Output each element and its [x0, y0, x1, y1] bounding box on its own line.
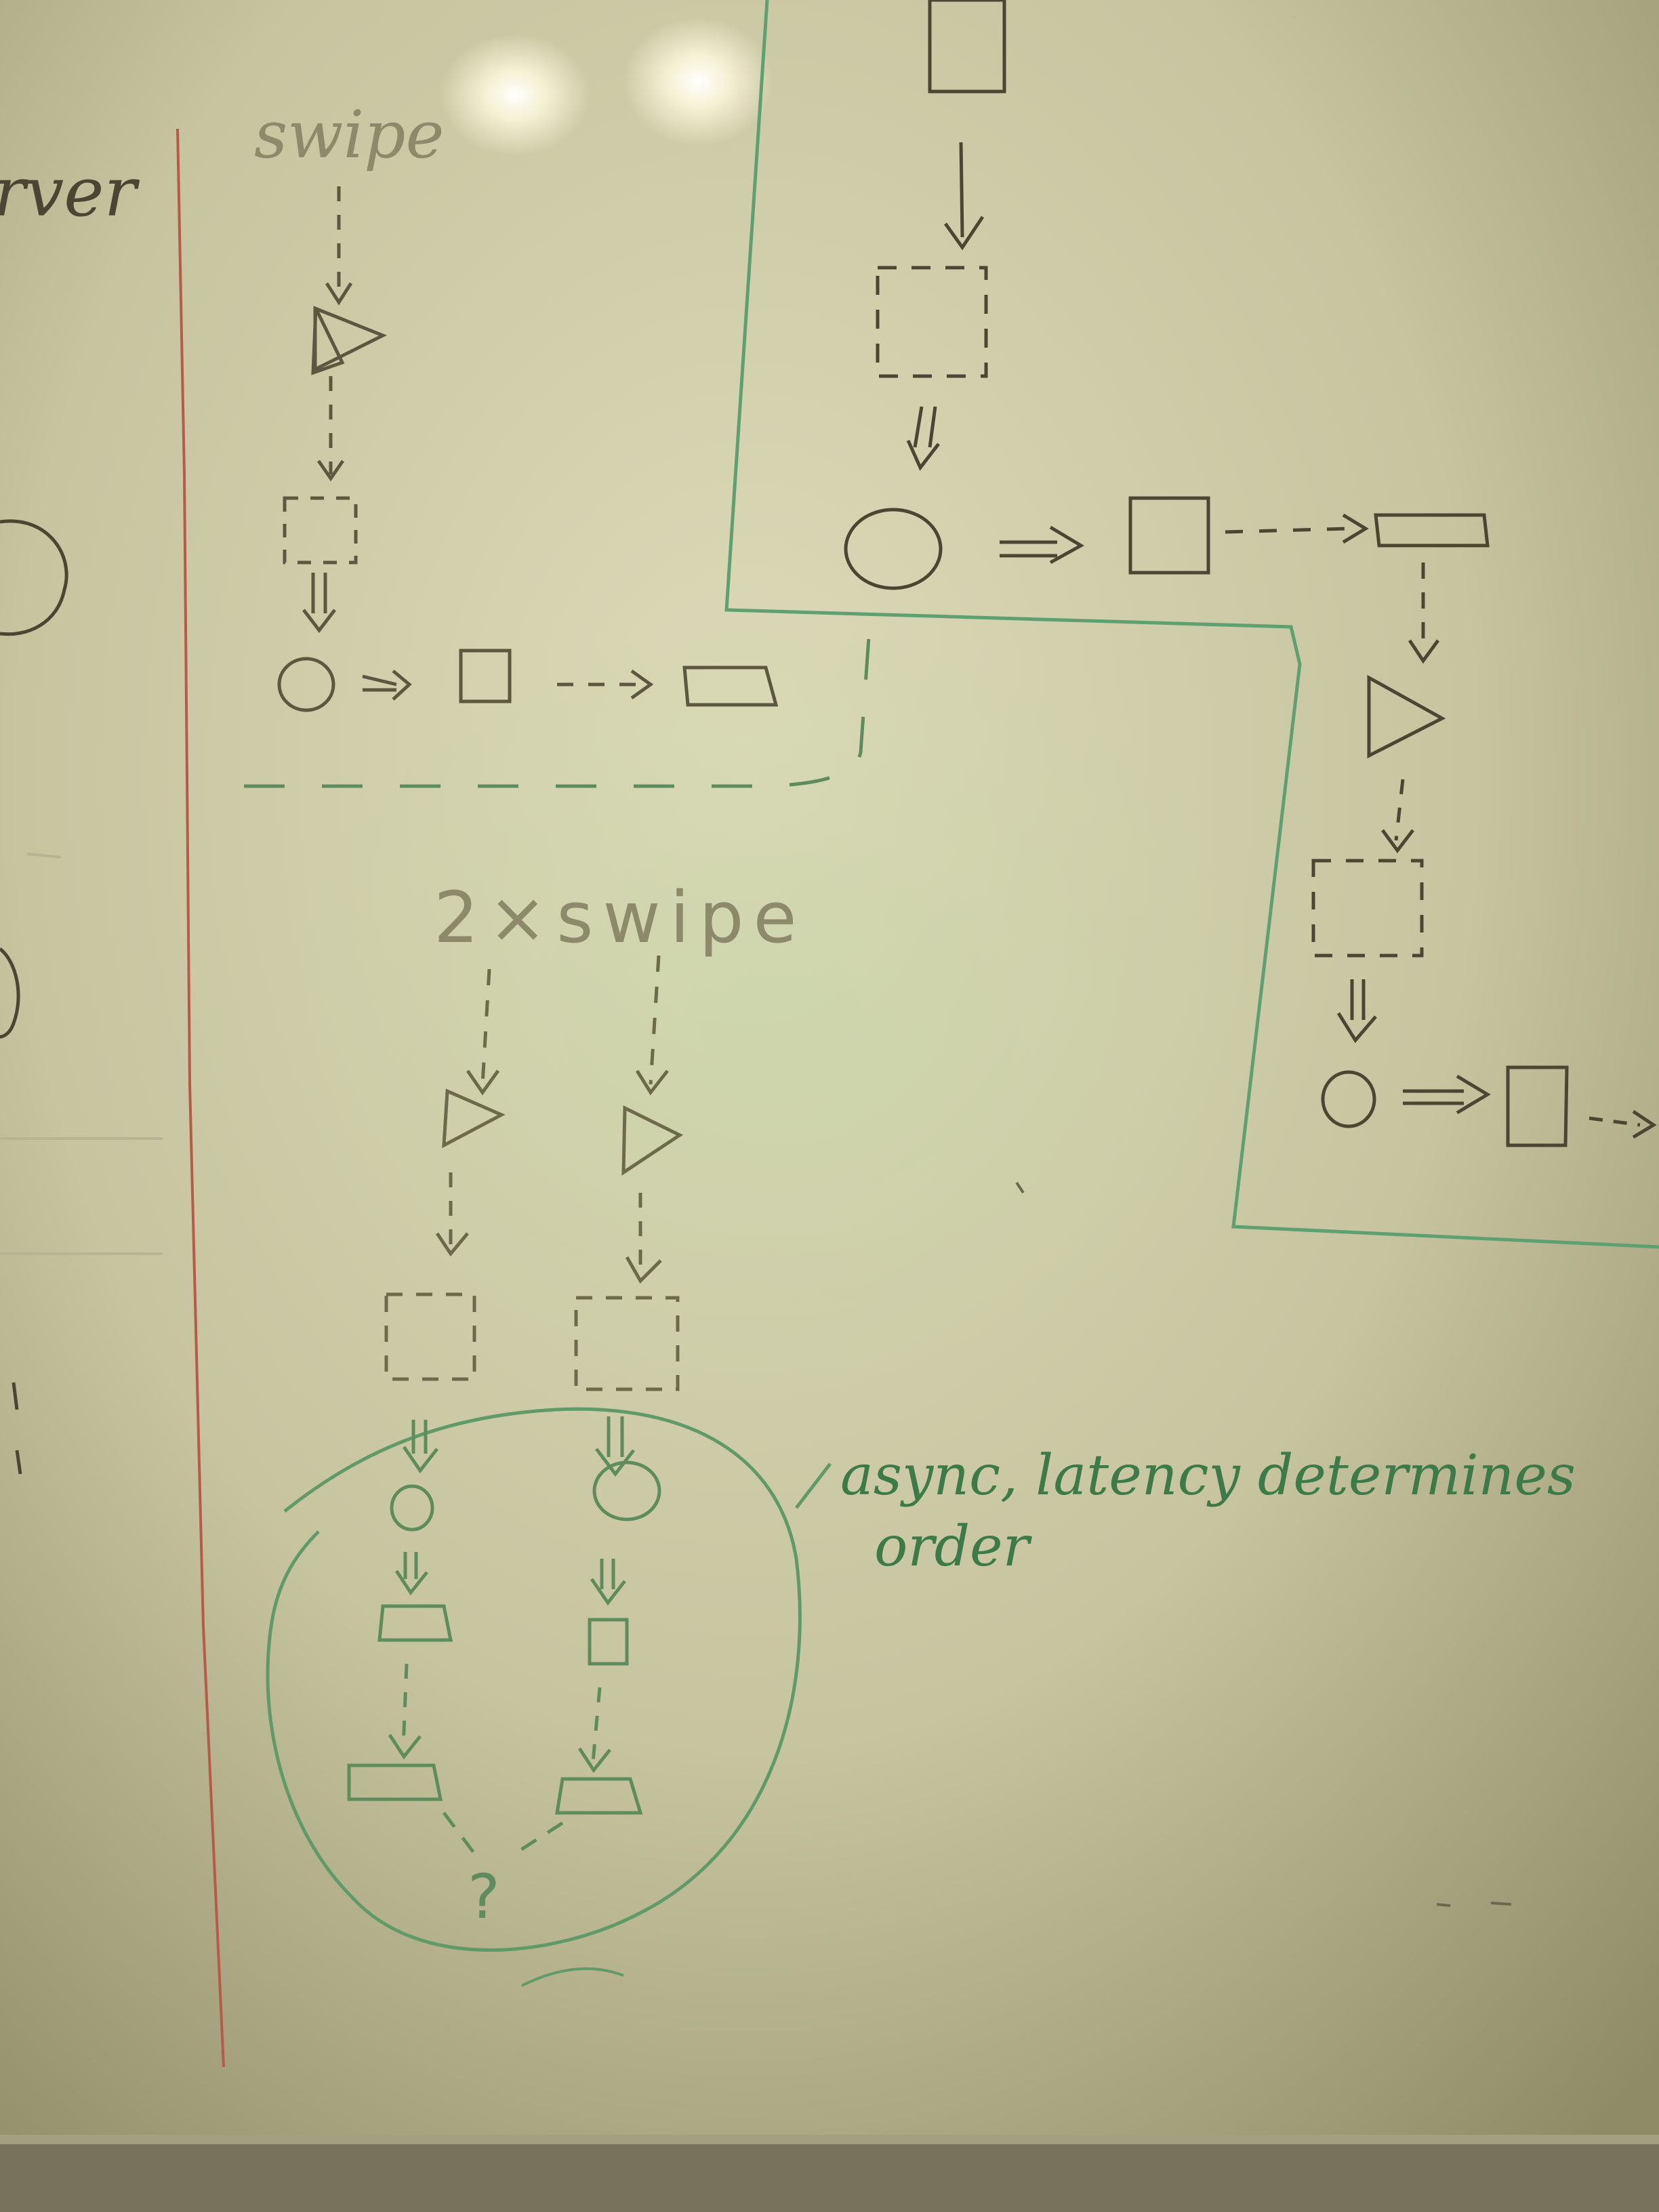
- double-arrow: [600, 1559, 615, 1589]
- dashed-arrow: [1394, 779, 1405, 841]
- arrowhead: [316, 459, 345, 482]
- dashed-box: [574, 1296, 680, 1391]
- dashed-line: [514, 1821, 564, 1856]
- async-note-line1: async, latency determines: [840, 1443, 1576, 1508]
- square: [1506, 1065, 1569, 1147]
- arrowhead: [402, 1446, 438, 1474]
- ghost-line: [0, 853, 163, 1255]
- arrowhead: [590, 1578, 626, 1606]
- left-circle-lower: [0, 947, 20, 1039]
- green-pointer: [795, 1462, 832, 1509]
- left-marks: [12, 1382, 22, 1475]
- arrow: [959, 142, 964, 238]
- double-arrow: [1403, 1089, 1464, 1105]
- double-arrow: [311, 573, 327, 613]
- arrowhead: [906, 439, 940, 471]
- double-arrow: [1350, 979, 1366, 1020]
- light-glare-left: [441, 34, 590, 156]
- loop-right-column: [514, 1416, 661, 1856]
- arrowhead: [394, 1570, 428, 1596]
- arrowhead: [1408, 639, 1440, 664]
- double-swipe-label: 2×swipe: [434, 876, 806, 959]
- double-arrow: [362, 674, 397, 692]
- arrowhead: [392, 670, 412, 701]
- arrowhead: [943, 216, 985, 251]
- square: [1128, 496, 1210, 575]
- arrowhead: [1380, 829, 1414, 854]
- arrowhead: [577, 1747, 611, 1774]
- light-glare-right: [623, 17, 773, 146]
- board-tray: [0, 2135, 1659, 2212]
- arrowhead: [388, 1734, 422, 1760]
- circle: [390, 1484, 434, 1532]
- arrowhead: [1342, 513, 1369, 544]
- swipe-flow: [277, 186, 779, 712]
- dashed-box: [1311, 859, 1424, 958]
- dashed-box: [283, 496, 358, 565]
- dashed-arrow: [1589, 1116, 1641, 1127]
- dashed-arrow: [649, 955, 661, 1085]
- arrowhead: [1336, 1012, 1377, 1044]
- double-arrow: [1000, 540, 1057, 558]
- arrowhead: [1456, 1074, 1491, 1115]
- dashed-arrow: [591, 1687, 602, 1763]
- double-arrow: [411, 1420, 428, 1454]
- green-border-line: [724, 0, 1659, 1249]
- trapezoid: [377, 1604, 453, 1642]
- left-circle-upper: [0, 519, 68, 636]
- arrowhead: [635, 1069, 669, 1096]
- ink-speck: [1015, 1181, 1512, 1907]
- circle: [277, 657, 335, 712]
- circle: [844, 508, 943, 590]
- dashed-box: [876, 266, 988, 378]
- arrowhead: [302, 609, 336, 634]
- red-divider-line: [176, 128, 225, 2068]
- dashed-arrow: [1225, 527, 1349, 534]
- arrowhead: [1632, 1109, 1657, 1139]
- dashed-arrow: [401, 1663, 409, 1749]
- arrowhead: [595, 1448, 635, 1477]
- green-tint: [237, 610, 1322, 1423]
- server-label-fragment: rver: [0, 152, 140, 232]
- box: [928, 0, 1006, 94]
- trapezoid: [555, 1777, 643, 1815]
- arrowhead: [435, 1232, 469, 1257]
- dashed-box: [384, 1292, 476, 1381]
- triangle: [621, 1105, 684, 1176]
- arrowhead: [325, 282, 353, 306]
- async-note-line2: order: [874, 1515, 1033, 1579]
- triangle-shape: [313, 306, 388, 373]
- dashed-line: [443, 1811, 476, 1855]
- arrowhead: [466, 1069, 500, 1096]
- arrowhead: [630, 669, 654, 700]
- green-dashed-separator: [244, 636, 871, 788]
- square: [459, 649, 512, 703]
- square: [588, 1618, 629, 1666]
- parallelogram: [682, 665, 779, 707]
- arrowhead: [625, 1256, 662, 1284]
- parallelogram: [1374, 513, 1490, 548]
- board-tray-edge: [0, 2135, 1659, 2144]
- circle: [592, 1460, 661, 1521]
- circle: [1321, 1070, 1376, 1128]
- triangle: [442, 1088, 506, 1149]
- double-arrow: [607, 1416, 624, 1457]
- green-tail: [521, 1967, 624, 1987]
- green-enclosing-loop: [266, 1407, 802, 1952]
- swipe-label: swipe: [254, 97, 444, 173]
- arrowhead: [1049, 525, 1084, 565]
- double-arrow: [913, 406, 937, 448]
- top-right-flow: [844, 0, 1657, 1147]
- triangle: [1367, 674, 1446, 759]
- question-mark: ?: [468, 1862, 500, 1933]
- loop-left-column: [347, 1420, 476, 1855]
- double-arrow: [403, 1552, 418, 1579]
- dashed-arrow: [480, 968, 491, 1085]
- parallelogram: [347, 1763, 443, 1801]
- double-swipe-flow: [384, 955, 684, 1391]
